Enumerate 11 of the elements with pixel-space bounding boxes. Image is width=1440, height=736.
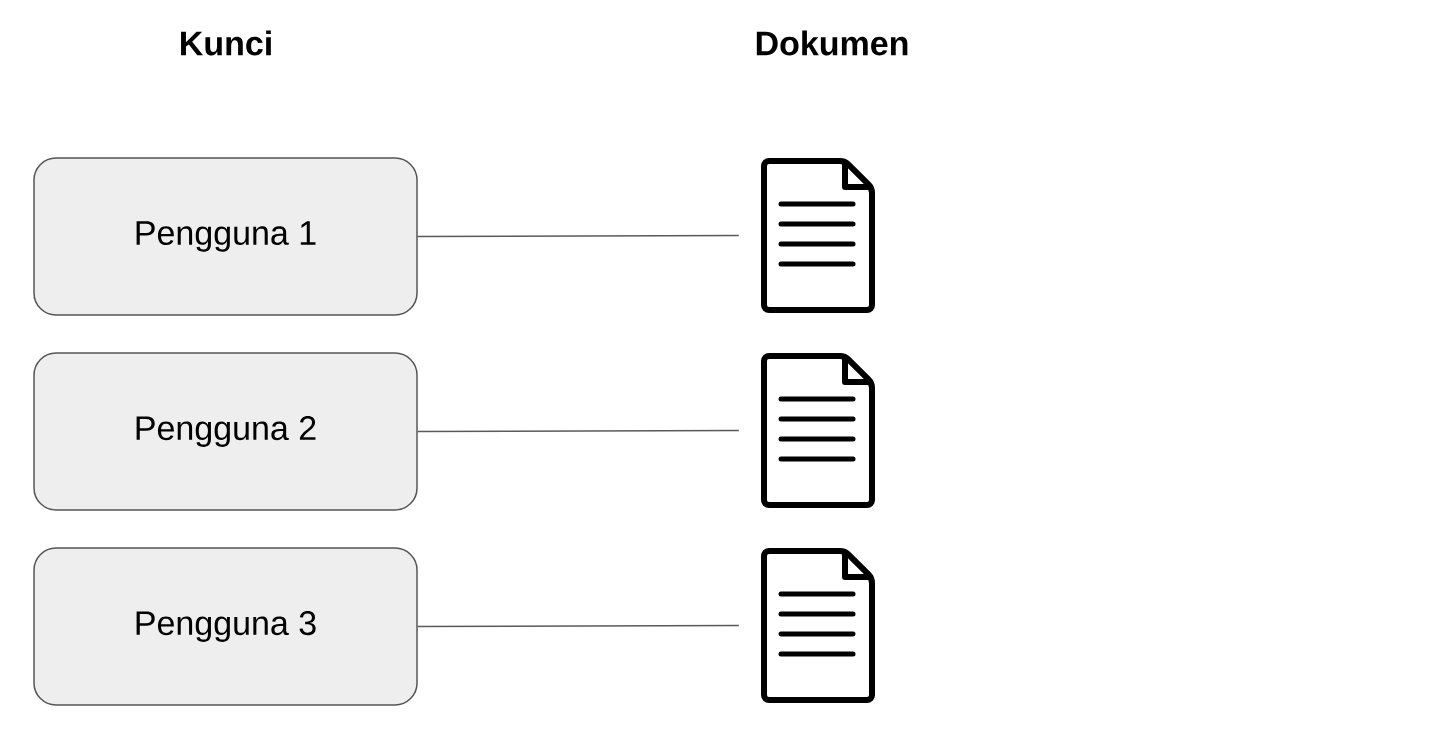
column-heading: Kunci bbox=[181, 30, 271, 56]
user-box: Pengguna 3 bbox=[33, 547, 418, 706]
connector-line bbox=[417, 234, 740, 238]
connector-line bbox=[417, 429, 740, 433]
column-heading: Dokumen bbox=[756, 30, 908, 56]
document-icon bbox=[761, 353, 875, 508]
document-icon bbox=[761, 158, 875, 313]
user-box: Pengguna 1 bbox=[33, 157, 418, 316]
user-box: Pengguna 2 bbox=[33, 352, 418, 511]
document-icon bbox=[761, 548, 875, 703]
connector-line bbox=[417, 624, 740, 628]
